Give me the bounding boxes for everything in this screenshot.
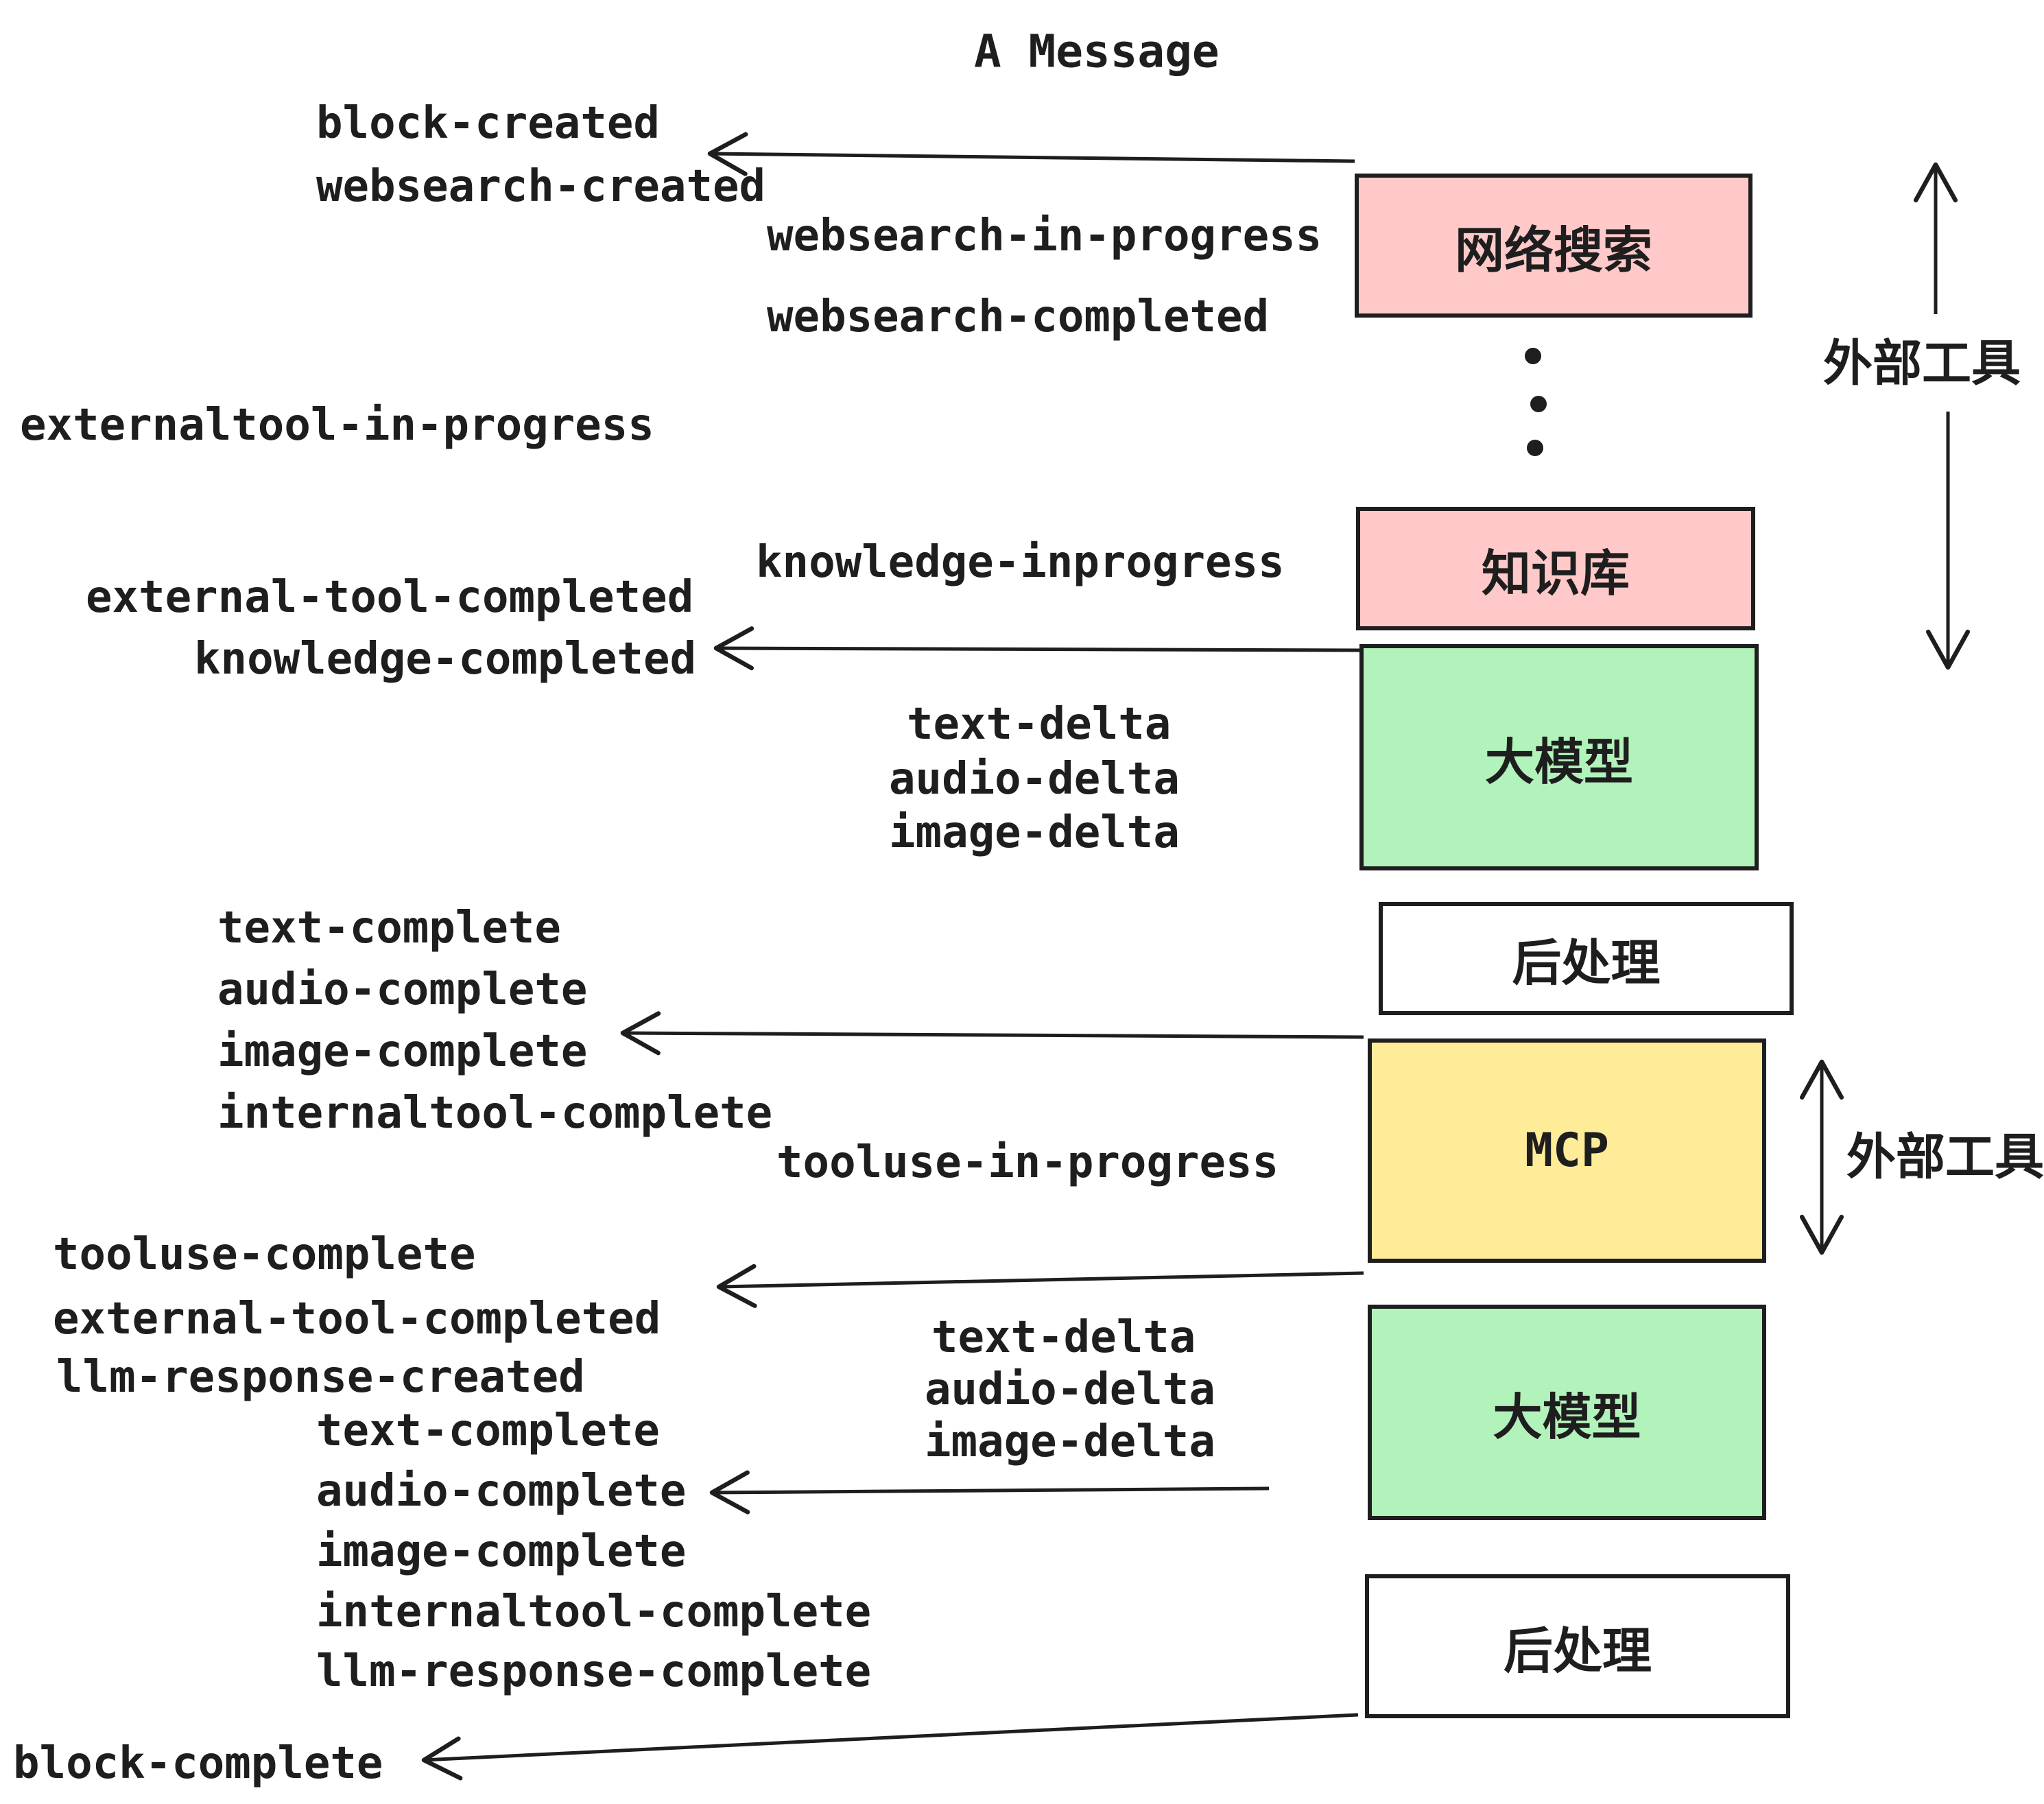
event-image-delta-top: image-delta — [889, 807, 1180, 858]
box-post-top-label: 后处理 — [1512, 934, 1661, 992]
event-image-complete-top: image-complete — [217, 1026, 588, 1077]
event-internaltool-complete-top: internaltool-complete — [217, 1088, 773, 1139]
box-knowledge: 知识库 — [1356, 507, 1755, 630]
event-websearch-completed: websearch-completed — [767, 292, 1270, 342]
event-text-delta-top: text-delta — [907, 699, 1172, 750]
arrow-audio-complete — [709, 1470, 1270, 1515]
event-tooluse-in-progress: tooluse-in-progress — [776, 1137, 1279, 1188]
event-audio-delta-top: audio-delta — [889, 754, 1180, 805]
event-block-created: block-created — [316, 98, 660, 149]
event-audio-complete-bottom: audio-complete — [316, 1466, 687, 1517]
event-internaltool-complete-bottom: internaltool-complete — [316, 1587, 872, 1637]
box-llm-bottom-label: 大模型 — [1493, 1388, 1641, 1446]
arrow-block-created — [707, 132, 1355, 176]
arrow-block-complete — [421, 1713, 1359, 1781]
box-llm-bottom: 大模型 — [1368, 1305, 1766, 1520]
box-websearch-label: 网络搜索 — [1454, 221, 1652, 279]
event-tooluse-complete: tooluse-complete — [53, 1229, 476, 1280]
event-external-tool-completed-top: external-tool-completed — [86, 572, 694, 623]
event-image-delta-bottom: image-delta — [925, 1416, 1215, 1467]
box-llm-top: 大模型 — [1359, 644, 1759, 870]
box-post-bottom-label: 后处理 — [1503, 1622, 1652, 1680]
box-llm-top-label: 大模型 — [1484, 733, 1633, 791]
page-title: A Message — [974, 25, 1220, 78]
box-websearch: 网络搜索 — [1355, 174, 1752, 318]
event-audio-complete-top: audio-complete — [217, 964, 588, 1015]
event-knowledge-completed: knowledge-completed — [194, 634, 697, 685]
box-post-bottom: 后处理 — [1365, 1574, 1790, 1718]
event-externaltool-in-progress: externaltool-in-progress — [20, 400, 654, 451]
event-knowledge-inprogress: knowledge-inprogress — [756, 537, 1285, 588]
arrow-image-complete — [620, 1011, 1364, 1056]
event-websearch-in-progress: websearch-in-progress — [767, 211, 1322, 261]
event-image-complete-bottom: image-complete — [316, 1526, 687, 1577]
event-llm-response-complete: llm-response-complete — [316, 1646, 872, 1697]
box-mcp-label: MCP — [1525, 1124, 1609, 1178]
event-llm-response-created: llm-response-created — [56, 1352, 585, 1403]
arrow-knowledge-completed — [713, 626, 1360, 671]
box-post-top: 后处理 — [1379, 902, 1794, 1015]
event-websearch-created: websearch-created — [316, 161, 766, 212]
event-text-delta-bottom: text-delta — [931, 1312, 1196, 1363]
event-text-complete-bottom: text-complete — [316, 1405, 660, 1456]
event-text-complete-top: text-complete — [217, 903, 561, 953]
box-mcp: MCP — [1368, 1039, 1766, 1263]
event-block-complete: block-complete — [13, 1738, 383, 1789]
event-external-tool-completed-bottom: external-tool-completed — [53, 1294, 661, 1344]
box-knowledge-label: 知识库 — [1481, 544, 1630, 602]
label-external-tool-top: 外部工具 — [1823, 334, 2021, 392]
label-external-tool-mcp: 外部工具 — [1846, 1128, 2044, 1186]
event-audio-delta-bottom: audio-delta — [925, 1364, 1215, 1415]
ellipsis-dots — [1525, 348, 1547, 456]
arrow-tooluse-complete — [716, 1263, 1364, 1308]
